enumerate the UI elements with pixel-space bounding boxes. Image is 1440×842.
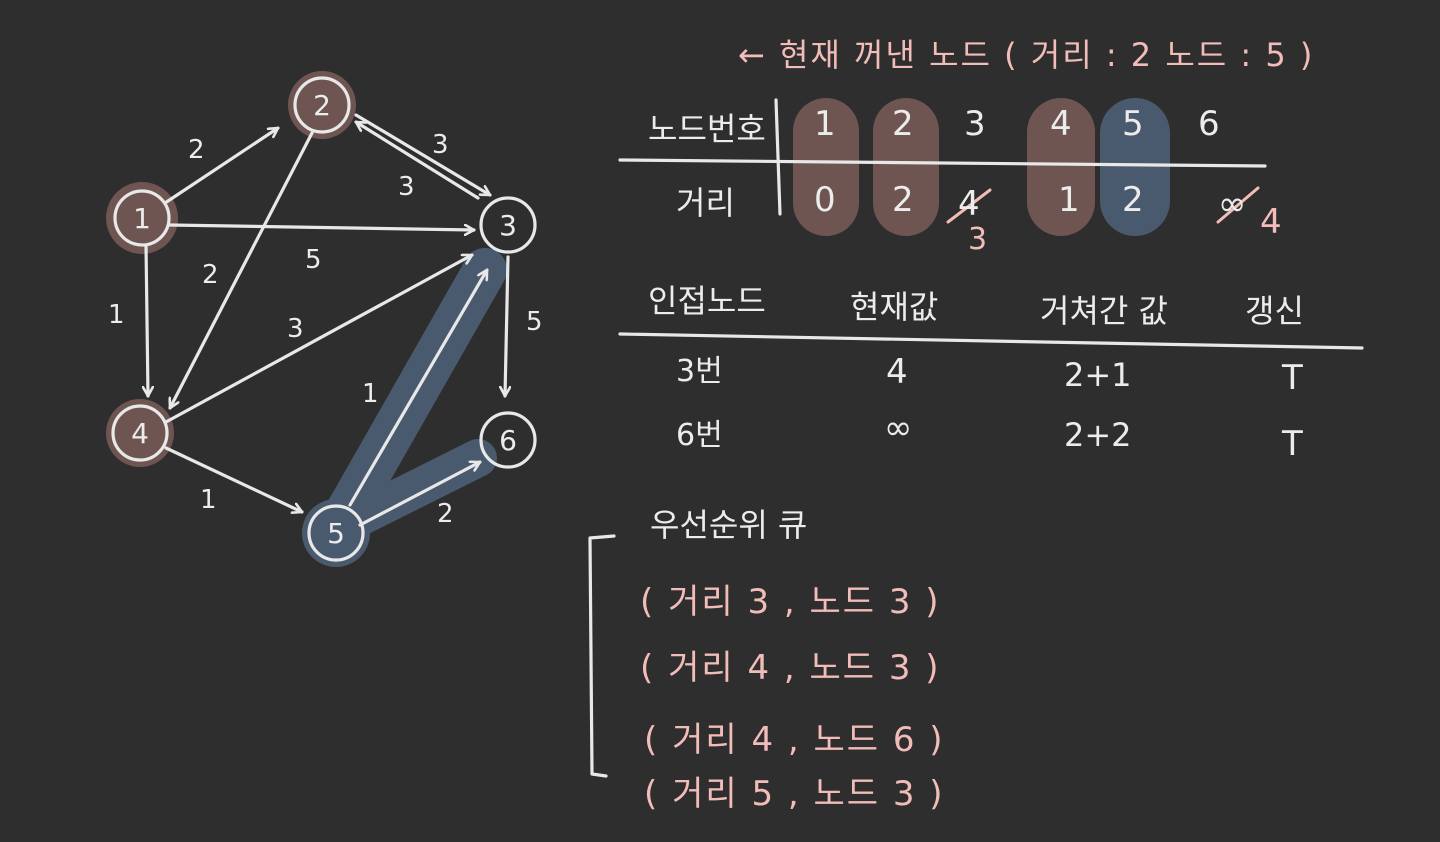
edge-5-3 <box>348 268 489 507</box>
node-5-label: 5 <box>327 517 345 550</box>
col-4-highlight <box>1027 98 1095 236</box>
queue-item-2: ( 거리 4 , 노드 3 ) <box>640 648 941 688</box>
update-header-update: 갱신 <box>1245 292 1304 330</box>
queue-item-3: ( 거리 4 , 노드 6 ) <box>644 720 945 760</box>
queue-bracket <box>588 534 616 778</box>
weight-1-4: 1 <box>108 300 125 330</box>
weight-4-3: 3 <box>287 314 304 344</box>
weight-4-5: 1 <box>200 485 217 515</box>
node-6-label: 6 <box>499 424 517 457</box>
update-row-2-node: 6번 <box>676 418 723 453</box>
node-4: 4 <box>111 404 169 462</box>
update-header-via: 거쳐간 값 <box>1040 292 1168 330</box>
dist-value-2: 2 <box>892 180 914 220</box>
weight-2-4: 2 <box>202 260 219 290</box>
update-row-2-current: ∞ <box>884 408 913 448</box>
update-row-1-current: 4 <box>886 352 908 392</box>
graph-edges <box>146 113 508 527</box>
edge-2-4 <box>170 131 314 410</box>
edge-4-5 <box>164 446 304 512</box>
col-5-highlight <box>1100 98 1170 236</box>
node-5-highlight <box>302 499 370 567</box>
node-2: 2 <box>293 76 351 134</box>
update-row-2-via: 2+2 <box>1064 416 1132 454</box>
dist-table-vline <box>774 98 782 216</box>
update-row-1-via: 2+1 <box>1064 356 1132 394</box>
dist-value-1: 0 <box>814 180 836 220</box>
node-2-label: 2 <box>313 89 331 122</box>
edge-1-4 <box>146 243 148 398</box>
update-row-2-update: T <box>1282 424 1303 464</box>
update-header-current: 현재값 <box>850 288 939 326</box>
weight-5-6: 2 <box>437 499 454 529</box>
node-3: 3 <box>479 196 537 254</box>
node-6: 6 <box>479 411 537 469</box>
node-1: 1 <box>113 189 171 247</box>
update-row-1-node: 3번 <box>676 354 723 389</box>
dist-node-1: 1 <box>814 104 836 144</box>
update-header-adjacent: 인접노드 <box>648 282 766 320</box>
edge-4-3 <box>164 253 474 424</box>
update-table-hline <box>618 332 1364 350</box>
node-1-label: 1 <box>133 202 151 235</box>
dist-value-4: 1 <box>1058 180 1080 220</box>
weight-2-3: 3 <box>432 130 449 160</box>
edge-2-3 <box>354 113 492 197</box>
dist-table-hline <box>618 158 1267 168</box>
dist-value-3: 4 <box>958 184 980 224</box>
edge-5-6 <box>358 460 482 527</box>
edge-weights: 2 5 1 3 3 2 5 3 1 1 2 <box>108 130 543 529</box>
dist-row-label-node: 노드번호 <box>648 110 766 148</box>
queue-item-4: ( 거리 5 , 노드 3 ) <box>644 774 945 814</box>
dist-row-label-dist: 거리 <box>676 184 735 222</box>
queue-item-1: ( 거리 3 , 노드 3 ) <box>640 582 941 622</box>
weight-5-3: 1 <box>362 379 379 409</box>
dist-node-6: 6 <box>1198 104 1220 144</box>
strike-node-6 <box>1216 186 1260 224</box>
col-2-highlight <box>873 98 939 236</box>
dist-update-3: 3 <box>968 222 988 257</box>
node-3-label: 3 <box>499 209 517 242</box>
current-node-note: ← 현재 꺼낸 노드 ( 거리 : 2 노드 : 5 ) <box>738 36 1315 74</box>
dist-value-5: 2 <box>1122 180 1144 220</box>
dist-update-6: 4 <box>1260 202 1282 242</box>
edge-3-2 <box>354 120 480 200</box>
col-1-highlight <box>793 98 859 236</box>
weight-3-2: 3 <box>398 172 415 202</box>
weight-1-2: 2 <box>188 135 205 165</box>
update-row-1-update: T <box>1282 358 1303 398</box>
node-4-label: 4 <box>131 417 149 450</box>
edge-1-3 <box>168 223 476 230</box>
weight-1-3: 5 <box>305 245 322 275</box>
edge-3-6 <box>505 255 508 398</box>
dist-node-4: 4 <box>1050 104 1072 144</box>
node-4-highlight <box>106 399 174 467</box>
dist-value-6: ∞ <box>1218 184 1247 224</box>
node-5: 5 <box>307 504 365 562</box>
strike-node-3 <box>946 188 992 224</box>
weight-3-6: 5 <box>526 307 543 337</box>
edge-1-2 <box>163 126 280 205</box>
dist-node-2: 2 <box>892 104 914 144</box>
queue-title: 우선순위 큐 <box>650 506 808 544</box>
dist-node-5: 5 <box>1122 104 1144 144</box>
node-2-highlight <box>288 71 356 139</box>
dist-node-3: 3 <box>964 104 986 144</box>
